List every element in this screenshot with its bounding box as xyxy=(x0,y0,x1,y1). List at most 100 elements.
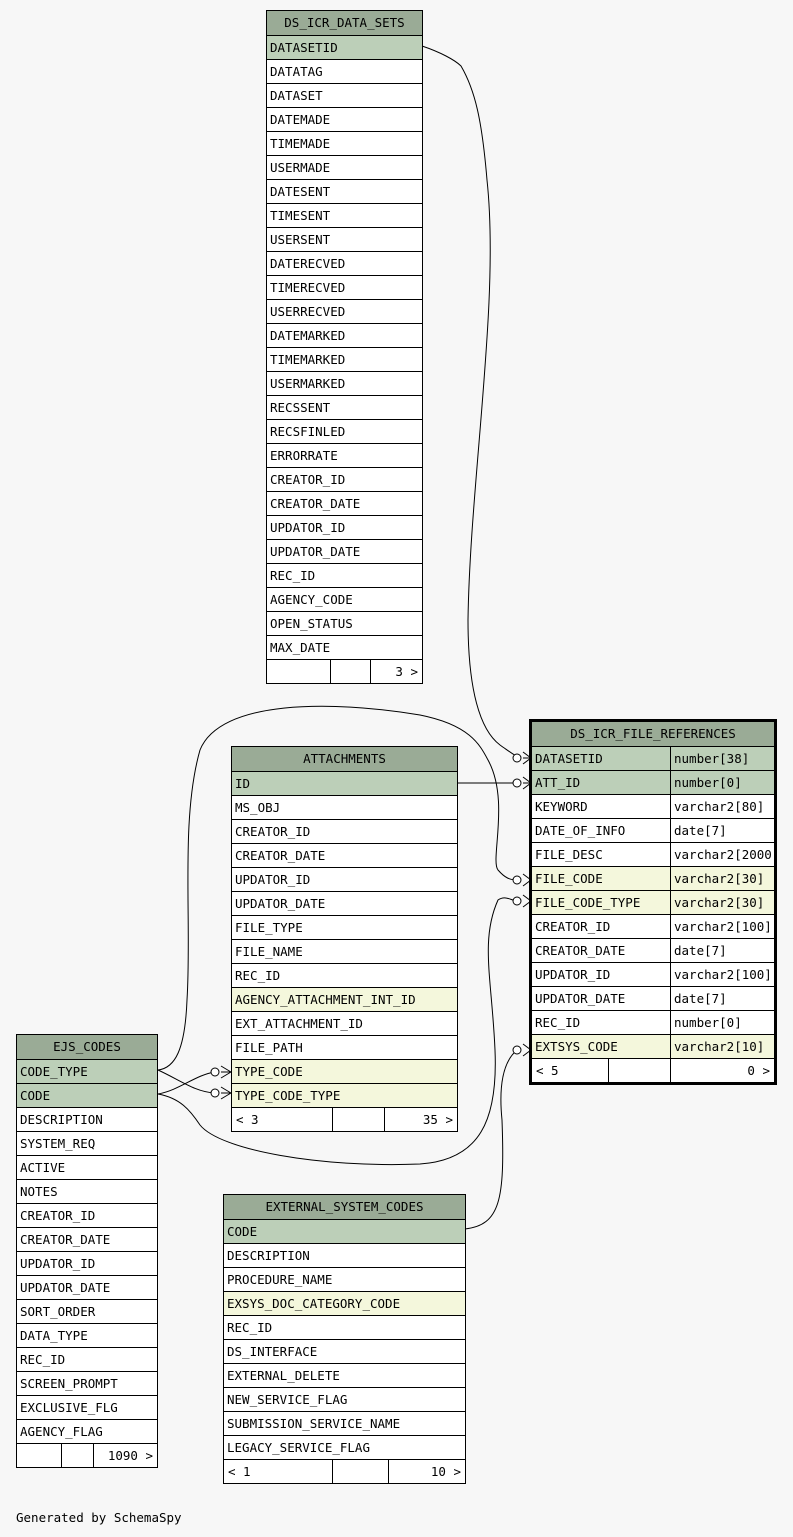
column-row: TYPE_CODE xyxy=(232,1059,457,1083)
column-row: USERMARKED xyxy=(267,371,422,395)
column-name: AGENCY_ATTACHMENT_INT_ID xyxy=(235,992,416,1007)
column-row: PROCEDURE_NAME xyxy=(224,1267,465,1291)
column-row: ID xyxy=(232,771,457,795)
parent-count: < 5 xyxy=(536,1063,559,1078)
column-row: MS_OBJ xyxy=(232,795,457,819)
table-name: ATTACHMENTS xyxy=(303,751,386,766)
column-row: UPDATOR_DATE xyxy=(232,891,457,915)
column-row: CREATOR_ID xyxy=(17,1203,157,1227)
column-name: REC_ID xyxy=(227,1320,273,1335)
column-type: varchar2[80] xyxy=(670,795,774,818)
column-row: FILE_NAME xyxy=(232,939,457,963)
column-row: OPEN_STATUS xyxy=(267,611,422,635)
column-name: CREATOR_DATE xyxy=(20,1232,111,1247)
table-title: DS_ICR_DATA_SETS xyxy=(267,11,422,35)
column-name: ERRORRATE xyxy=(270,448,338,463)
column-row: DESCRIPTION xyxy=(17,1107,157,1131)
column-row: SYSTEM_REQ xyxy=(17,1131,157,1155)
child-count: 3 > xyxy=(370,660,422,683)
column-row: REC_ID xyxy=(232,963,457,987)
column-row: DATATAG xyxy=(267,59,422,83)
table-footer: < 5 0 > xyxy=(532,1058,774,1082)
column-name: UPDATOR_DATE xyxy=(270,544,361,559)
column-name: REC_ID xyxy=(20,1352,66,1367)
column-row: UPDATOR_DATE xyxy=(17,1275,157,1299)
column-name: TIMERECVED xyxy=(270,280,346,295)
column-name: OPEN_STATUS xyxy=(270,616,353,631)
column-name: SCREEN_PROMPT xyxy=(20,1376,118,1391)
column-row: AGENCY_FLAG xyxy=(17,1419,157,1443)
column-name: KEYWORD xyxy=(535,799,588,814)
column-row: NOTES xyxy=(17,1179,157,1203)
column-name: DATE_OF_INFO xyxy=(535,823,626,838)
column-row: UPDATOR_ID xyxy=(232,867,457,891)
column-row: CREATOR_DATE xyxy=(267,491,422,515)
column-name: AGENCY_CODE xyxy=(270,592,353,607)
footer-spacer xyxy=(61,1444,93,1467)
column-row: TIMERECVED xyxy=(267,275,422,299)
column-name: DATATAG xyxy=(270,64,323,79)
column-name: NEW_SERVICE_FLAG xyxy=(227,1392,348,1407)
column-row: REC_ID xyxy=(224,1315,465,1339)
column-row: CREATOR_ID xyxy=(267,467,422,491)
column-name: DATEMADE xyxy=(270,112,331,127)
column-name: UPDATOR_ID xyxy=(235,872,311,887)
column-row: TIMESENT xyxy=(267,203,422,227)
column-name: PROCEDURE_NAME xyxy=(227,1272,333,1287)
table-footer: 3 > xyxy=(267,659,422,683)
column-name: EXTERNAL_DELETE xyxy=(227,1368,340,1383)
table-title: ATTACHMENTS xyxy=(232,747,457,771)
column-row: USERMADE xyxy=(267,155,422,179)
column-name: FILE_CODE_TYPE xyxy=(535,895,641,910)
column-type: varchar2[100] xyxy=(670,915,774,938)
column-row: USERSENT xyxy=(267,227,422,251)
table-name: DS_ICR_FILE_REFERENCES xyxy=(570,726,736,741)
column-row: EXTERNAL_DELETE xyxy=(224,1363,465,1387)
column-row: DATEMADE xyxy=(267,107,422,131)
column-row: RECSSENT xyxy=(267,395,422,419)
column-name: ATT_ID xyxy=(535,775,581,790)
column-name: SUBMISSION_SERVICE_NAME xyxy=(227,1416,401,1431)
column-type: date[7] xyxy=(670,939,774,962)
column-row: DATESENT xyxy=(267,179,422,203)
column-name: AGENCY_FLAG xyxy=(20,1424,103,1439)
column-name: USERSENT xyxy=(270,232,331,247)
footer-spacer xyxy=(608,1059,670,1082)
column-name: UPDATOR_ID xyxy=(20,1256,96,1271)
column-name: CREATOR_DATE xyxy=(235,848,326,863)
column-type: varchar2[30] xyxy=(670,867,774,890)
column-name: USERMARKED xyxy=(270,376,346,391)
column-name: EXT_ATTACHMENT_ID xyxy=(235,1016,363,1031)
column-row: DATA_TYPE xyxy=(17,1323,157,1347)
column-name: CREATOR_ID xyxy=(20,1208,96,1223)
column-row: LEGACY_SERVICE_FLAG xyxy=(224,1435,465,1459)
footer-spacer xyxy=(330,660,370,683)
child-count: 0 > xyxy=(670,1059,774,1082)
column-name: FILE_TYPE xyxy=(235,920,303,935)
column-name: TYPE_CODE xyxy=(235,1064,303,1079)
footer-spacer xyxy=(332,1108,384,1131)
column-name: EXSYS_DOC_CATEGORY_CODE xyxy=(227,1296,401,1311)
column-type: varchar2[2000] xyxy=(670,843,774,866)
parent-count xyxy=(17,1444,61,1467)
column-name: FILE_DESC xyxy=(535,847,603,862)
column-name: UPDATOR_ID xyxy=(270,520,346,535)
column-name: DESCRIPTION xyxy=(20,1112,103,1127)
link-datasetid xyxy=(421,45,521,759)
column-row: DATASETID xyxy=(267,35,422,59)
column-row: DATEMARKED xyxy=(267,323,422,347)
column-name: REC_ID xyxy=(235,968,281,983)
column-row: AGENCY_CODE xyxy=(267,587,422,611)
column-row: EXT_ATTACHMENT_ID xyxy=(232,1011,457,1035)
column-name: UPDATOR_DATE xyxy=(235,896,326,911)
